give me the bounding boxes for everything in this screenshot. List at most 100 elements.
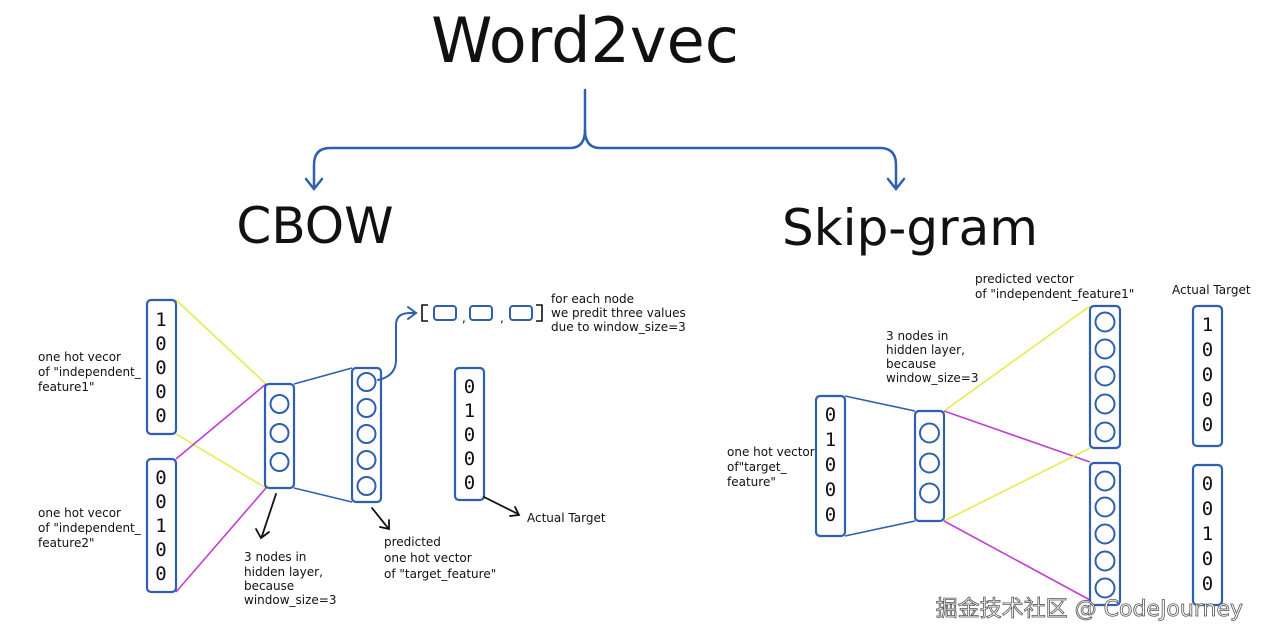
skipgram-hidden-note: 3 nodes in hidden layer, because window_… (886, 329, 978, 385)
arrow-target-note (483, 496, 519, 515)
vector-digit: 0 (155, 467, 166, 489)
skipgram-target-heading: Actual Target (1172, 283, 1251, 297)
connection-line (943, 410, 1091, 463)
value-box (469, 305, 493, 321)
watermark: 掘金技术社区 @ CodeJourney (936, 597, 1243, 622)
vector-digit: 0 (825, 479, 836, 501)
vector-digit: 0 (1202, 339, 1213, 361)
vector-digit: 0 (464, 448, 475, 470)
vector-digit: 0 (1202, 548, 1213, 570)
value-box (509, 305, 533, 321)
output-node (1094, 470, 1116, 492)
arrow-hidden-note (261, 493, 277, 537)
vector-digit: 0 (464, 472, 475, 494)
skipgram-heading: Skip-gram (782, 199, 1038, 257)
output-node (1094, 550, 1116, 572)
vector-digit: 0 (1202, 498, 1213, 520)
vector-digit: 0 (1202, 573, 1213, 595)
vector-digit: 0 (155, 491, 166, 513)
skipgram-target1-box (1191, 304, 1224, 448)
cbow-input1-digits: 1 0 0 0 0 (155, 309, 166, 427)
connection-line (175, 299, 267, 385)
vector-digit: 0 (1202, 389, 1213, 411)
output-node (1094, 311, 1116, 333)
vector-digit: 1 (825, 429, 836, 451)
connection-line (293, 367, 353, 385)
cbow-input1-box (145, 298, 178, 436)
output-node (356, 476, 377, 496)
skipgram-target1-digits: 1 0 0 0 0 (1202, 314, 1213, 436)
label-line: feature1" (38, 380, 94, 394)
connection-line (175, 433, 267, 489)
vector-digit: 1 (1202, 314, 1213, 336)
cbow-input2-label: one hot vecor of "independent_ feature2" (38, 506, 142, 550)
vector-digit: 0 (825, 454, 836, 476)
note-line: for each node (551, 292, 634, 306)
vector-digit: 0 (155, 539, 166, 561)
vector-digit: 1 (155, 515, 166, 537)
vector-digit: 0 (155, 333, 166, 355)
connection-line (943, 305, 1091, 412)
note-line: one hot vector (384, 551, 472, 565)
skipgram-target2-box (1191, 463, 1224, 607)
hidden-node (919, 452, 940, 474)
cbow-output-nodes (356, 372, 377, 496)
connection-line (943, 520, 1091, 601)
skipgram-input-box (814, 394, 847, 538)
vector-digit: 1 (1202, 523, 1213, 545)
hidden-node (269, 423, 290, 443)
arrow-head-icon (379, 519, 390, 531)
cbow-input1-label: one hot vecor of "independent_ feature1" (38, 350, 142, 394)
cbow-target-label: Actual Target (527, 511, 606, 525)
note-line: because (244, 579, 294, 593)
note-line: due to window_size=3 (551, 320, 686, 334)
vector-digit: 0 (1202, 364, 1213, 386)
vector-digit: 0 (825, 504, 836, 526)
note-line: window_size=3 (244, 593, 336, 607)
vector-digit: 0 (825, 404, 836, 426)
hidden-node (919, 422, 940, 444)
output-node (1094, 421, 1116, 443)
output-node (356, 424, 377, 444)
arrow-predicted-note (371, 507, 389, 529)
arrow-head-icon (509, 506, 521, 517)
label-line: feature" (727, 475, 776, 489)
output-node (1094, 496, 1116, 518)
output-node (1094, 523, 1116, 545)
diagram-title: Word2vec (431, 4, 739, 77)
output-node (356, 372, 377, 392)
output-node (1094, 365, 1116, 387)
note-line: 3 nodes in (244, 550, 306, 564)
cbow-values-note: for each node we predit three values due… (551, 292, 686, 334)
vector-digit: 0 (155, 405, 166, 427)
comma-glyph: , (462, 311, 466, 325)
cbow-input2-digits: 0 0 1 0 0 (155, 467, 166, 585)
note-line: predicted vector (975, 272, 1074, 286)
label-line: one hot vecor (38, 350, 121, 364)
note-line: we predit three values (551, 306, 686, 320)
connection-line (844, 395, 916, 412)
skipgram-target2-digits: 0 0 1 0 0 (1202, 473, 1213, 595)
vector-digit: 1 (464, 400, 475, 422)
cbow-hidden-note: 3 nodes in hidden layer, because window_… (244, 550, 336, 607)
label-line: of"target_ (727, 460, 788, 474)
title-tree-arrows (304, 88, 906, 192)
skipgram-predicted-note: predicted vector of "independent_feature… (975, 272, 1134, 301)
vector-digit: 0 (464, 424, 475, 446)
label-line: one hot vector (727, 445, 815, 459)
output-node (356, 450, 377, 470)
connection-line (943, 447, 1091, 522)
cbow-heading: CBOW (236, 197, 393, 255)
vector-digit: 0 (1202, 414, 1213, 436)
connection-line (844, 520, 916, 537)
skipgram-input-label: one hot vector of"target_ feature" (727, 445, 815, 489)
bracket-left-icon (421, 304, 428, 322)
cbow-annotation-arrows (255, 493, 521, 540)
hidden-node (269, 394, 290, 414)
vector-digit: 0 (1202, 473, 1213, 495)
comma-glyph: , (500, 311, 504, 325)
note-line: hidden layer, (886, 343, 965, 357)
vector-digit: 0 (155, 357, 166, 379)
hidden-node (919, 482, 940, 504)
